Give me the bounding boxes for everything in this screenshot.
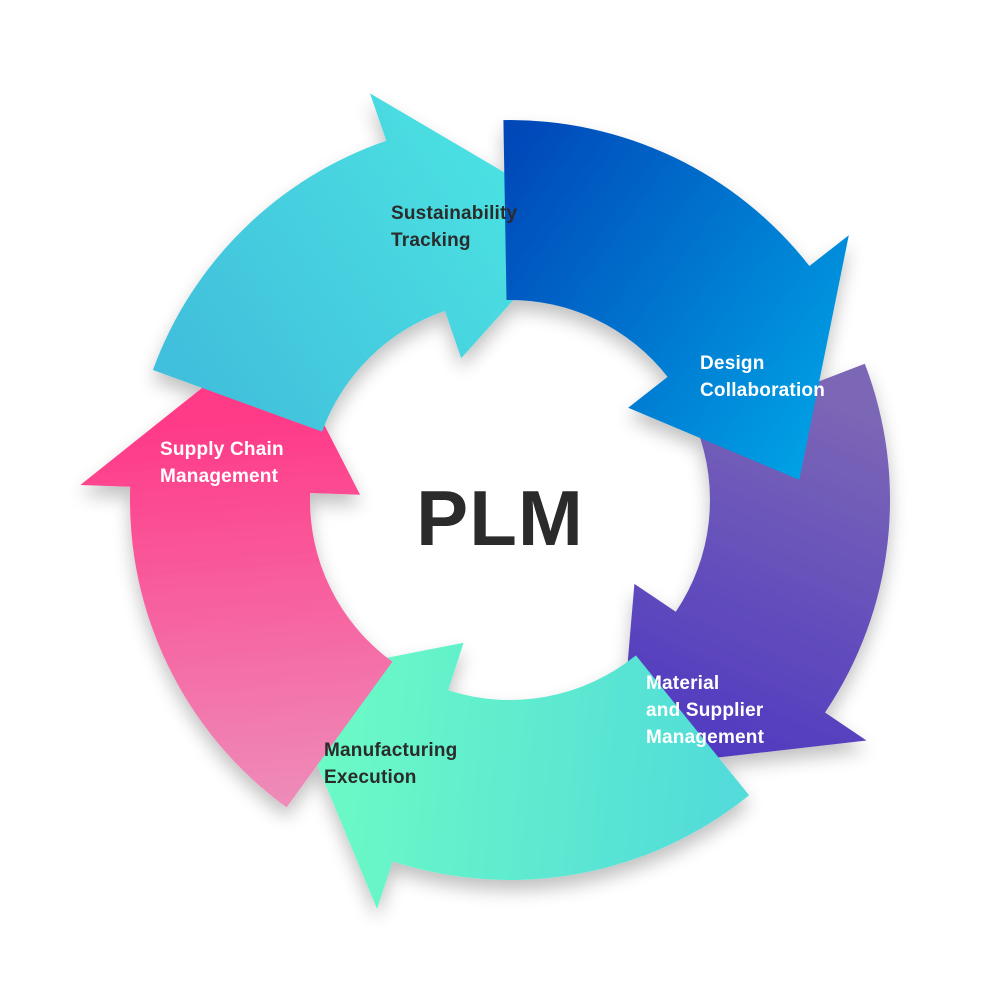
- arrow-segment-material-supplier-management: [618, 363, 891, 769]
- center-title: PLM: [416, 474, 584, 562]
- arrow-segment-manufacturing-execution: [281, 642, 750, 909]
- label-line: and Supplier: [646, 700, 764, 721]
- segment-label-manufacturing-execution: Manufacturing Execution: [324, 737, 458, 791]
- arrow-segment-sustainability-tracking: [152, 93, 586, 432]
- label-line: Manufacturing: [324, 740, 458, 761]
- segment-label-supply-chain-management: Supply Chain Management: [160, 436, 284, 490]
- label-line: Collaboration: [700, 380, 826, 401]
- label-line: Supply Chain: [160, 439, 284, 460]
- label-line: Execution: [324, 767, 417, 788]
- segment-label-sustainability-tracking: Sustainability Tracking: [391, 200, 517, 254]
- segment-label-material-supplier-management: Material and Supplier Management: [646, 670, 764, 751]
- label-line: Sustainability: [391, 203, 518, 224]
- segment-label-design-collaboration: Design Collaboration: [700, 350, 825, 404]
- label-line: Design: [700, 353, 765, 374]
- label-line: Tracking: [391, 230, 471, 251]
- label-line: Management: [646, 727, 765, 748]
- arrow-segment-supply-chain-management: [80, 329, 393, 808]
- arrow-segment-design-collaboration: [503, 120, 849, 480]
- label-line: Material: [646, 673, 720, 694]
- label-line: Management: [160, 466, 279, 487]
